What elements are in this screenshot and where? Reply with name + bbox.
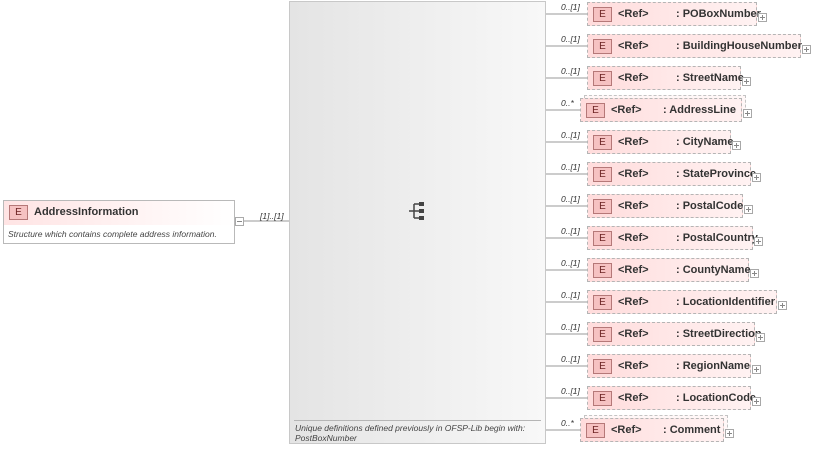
expand-plus-icon[interactable] xyxy=(752,365,761,374)
child-element-name: : PostalCode xyxy=(676,200,744,212)
child-multiplicity: 0..[1] xyxy=(561,354,580,364)
element-type-badge: E xyxy=(593,39,612,54)
element-type-badge: E xyxy=(593,327,612,342)
sequence-group: Unique definitions defined previously in… xyxy=(289,1,546,444)
element-type-badge: E xyxy=(593,7,612,22)
element-type-badge: E xyxy=(593,391,612,406)
child-ref-label: <Ref> xyxy=(618,360,649,372)
root-element-addressinformation[interactable]: E AddressInformation Structure which con… xyxy=(3,200,235,244)
sequence-description-line2: PostBoxNumber xyxy=(295,433,357,443)
child-ref-label: <Ref> xyxy=(618,232,649,244)
child-multiplicity: 0..[1] xyxy=(561,2,580,12)
child-multiplicity: 0..[1] xyxy=(561,290,580,300)
child-ref-label: <Ref> xyxy=(618,328,649,340)
child-multiplicity: 0..[1] xyxy=(561,162,580,172)
child-element[interactable]: E <Ref> : Comment xyxy=(580,418,724,442)
child-multiplicity: 0..[1] xyxy=(561,66,580,76)
collapse-toggle-icon[interactable] xyxy=(235,217,244,226)
sequence-description: Unique definitions defined previously in… xyxy=(295,423,525,443)
child-ref-label: <Ref> xyxy=(618,392,649,404)
child-multiplicity: 0..[1] xyxy=(561,386,580,396)
child-multiplicity: 0..[1] xyxy=(561,130,580,140)
expand-plus-icon[interactable] xyxy=(802,45,811,54)
child-multiplicity: 0..[1] xyxy=(561,226,580,236)
child-ref-label: <Ref> xyxy=(618,72,649,84)
element-type-badge: E xyxy=(593,167,612,182)
child-element-name: : StreetDirection xyxy=(676,328,762,340)
element-type-badge: E xyxy=(593,231,612,246)
expand-plus-icon[interactable] xyxy=(742,77,751,86)
element-type-badge: E xyxy=(593,71,612,86)
child-element[interactable]: E <Ref> : RegionName xyxy=(587,354,751,378)
child-ref-label: <Ref> xyxy=(618,40,649,52)
expand-plus-icon[interactable] xyxy=(754,237,763,246)
child-multiplicity: 0..* xyxy=(561,418,574,428)
element-type-badge: E xyxy=(593,359,612,374)
child-element[interactable]: E <Ref> : StreetName xyxy=(587,66,744,90)
element-type-badge: E xyxy=(593,263,612,278)
child-element-name: : StateProvince xyxy=(676,168,757,180)
expand-plus-icon[interactable] xyxy=(725,429,734,438)
child-element-name: : StreetName xyxy=(676,72,744,84)
element-type-badge: E xyxy=(593,199,612,214)
child-ref-label: <Ref> xyxy=(618,8,649,20)
sequence-divider xyxy=(294,420,541,421)
child-element-name: : AddressLine xyxy=(663,104,736,116)
child-multiplicity: 0..[1] xyxy=(561,322,580,332)
element-type-badge: E xyxy=(586,423,605,438)
child-element[interactable]: E <Ref> : LocationIdentifier xyxy=(587,290,777,314)
expand-plus-icon[interactable] xyxy=(744,205,753,214)
element-type-badge: E xyxy=(586,103,605,118)
child-element-name: : LocationIdentifier xyxy=(676,296,775,308)
child-element[interactable]: E <Ref> : PostalCountry xyxy=(587,226,758,250)
root-element-name: AddressInformation xyxy=(34,206,139,218)
child-ref-label: <Ref> xyxy=(611,424,642,436)
child-element[interactable]: E <Ref> : BuildingHouseNumber xyxy=(587,34,802,58)
child-ref-label: <Ref> xyxy=(618,168,649,180)
child-element-name: : CityName xyxy=(676,136,734,148)
element-type-badge: E xyxy=(9,205,28,220)
child-ref-label: <Ref> xyxy=(611,104,642,116)
child-multiplicity: 0..* xyxy=(561,98,574,108)
expand-plus-icon[interactable] xyxy=(750,269,759,278)
child-element-name: : LocationCode xyxy=(676,392,757,404)
child-element-name: : POBoxNumber xyxy=(676,8,761,20)
child-ref-label: <Ref> xyxy=(618,200,649,212)
child-element[interactable]: E <Ref> : CityName xyxy=(587,130,734,154)
child-element[interactable]: E <Ref> : AddressLine xyxy=(580,98,742,122)
expand-plus-icon[interactable] xyxy=(758,13,767,22)
child-element[interactable]: E <Ref> : CountyName xyxy=(587,258,751,282)
child-multiplicity: 0..[1] xyxy=(561,34,580,44)
sequence-description-line1: Unique definitions defined previously in… xyxy=(295,423,526,433)
child-element-name: : BuildingHouseNumber xyxy=(676,40,802,52)
sequence-compositor-icon xyxy=(409,202,424,220)
child-element[interactable]: E <Ref> : StreetDirection xyxy=(587,322,762,346)
child-element[interactable]: E <Ref> : StateProvince xyxy=(587,162,756,186)
element-type-badge: E xyxy=(593,135,612,150)
root-element-description: Structure which contains complete addres… xyxy=(8,229,217,239)
child-element[interactable]: E <Ref> : LocationCode xyxy=(587,386,756,410)
child-ref-label: <Ref> xyxy=(618,136,649,148)
child-element-name: : RegionName xyxy=(676,360,750,372)
child-element[interactable]: E <Ref> : PostalCode xyxy=(587,194,743,218)
child-ref-label: <Ref> xyxy=(618,296,649,308)
root-multiplicity: [1]..[1] xyxy=(260,211,284,221)
expand-plus-icon[interactable] xyxy=(778,301,787,310)
expand-plus-icon[interactable] xyxy=(732,141,741,150)
child-multiplicity: 0..[1] xyxy=(561,258,580,268)
child-element[interactable]: E <Ref> : POBoxNumber xyxy=(587,2,761,26)
expand-plus-icon[interactable] xyxy=(756,333,765,342)
expand-plus-icon[interactable] xyxy=(752,397,761,406)
child-element-name: : PostalCountry xyxy=(676,232,758,244)
child-multiplicity: 0..[1] xyxy=(561,194,580,204)
root-element-header: E AddressInformation xyxy=(4,201,234,225)
element-type-badge: E xyxy=(593,295,612,310)
expand-plus-icon[interactable] xyxy=(743,109,752,118)
expand-plus-icon[interactable] xyxy=(752,173,761,182)
child-ref-label: <Ref> xyxy=(618,264,649,276)
child-element-name: : Comment xyxy=(663,424,721,436)
child-element-name: : CountyName xyxy=(676,264,751,276)
